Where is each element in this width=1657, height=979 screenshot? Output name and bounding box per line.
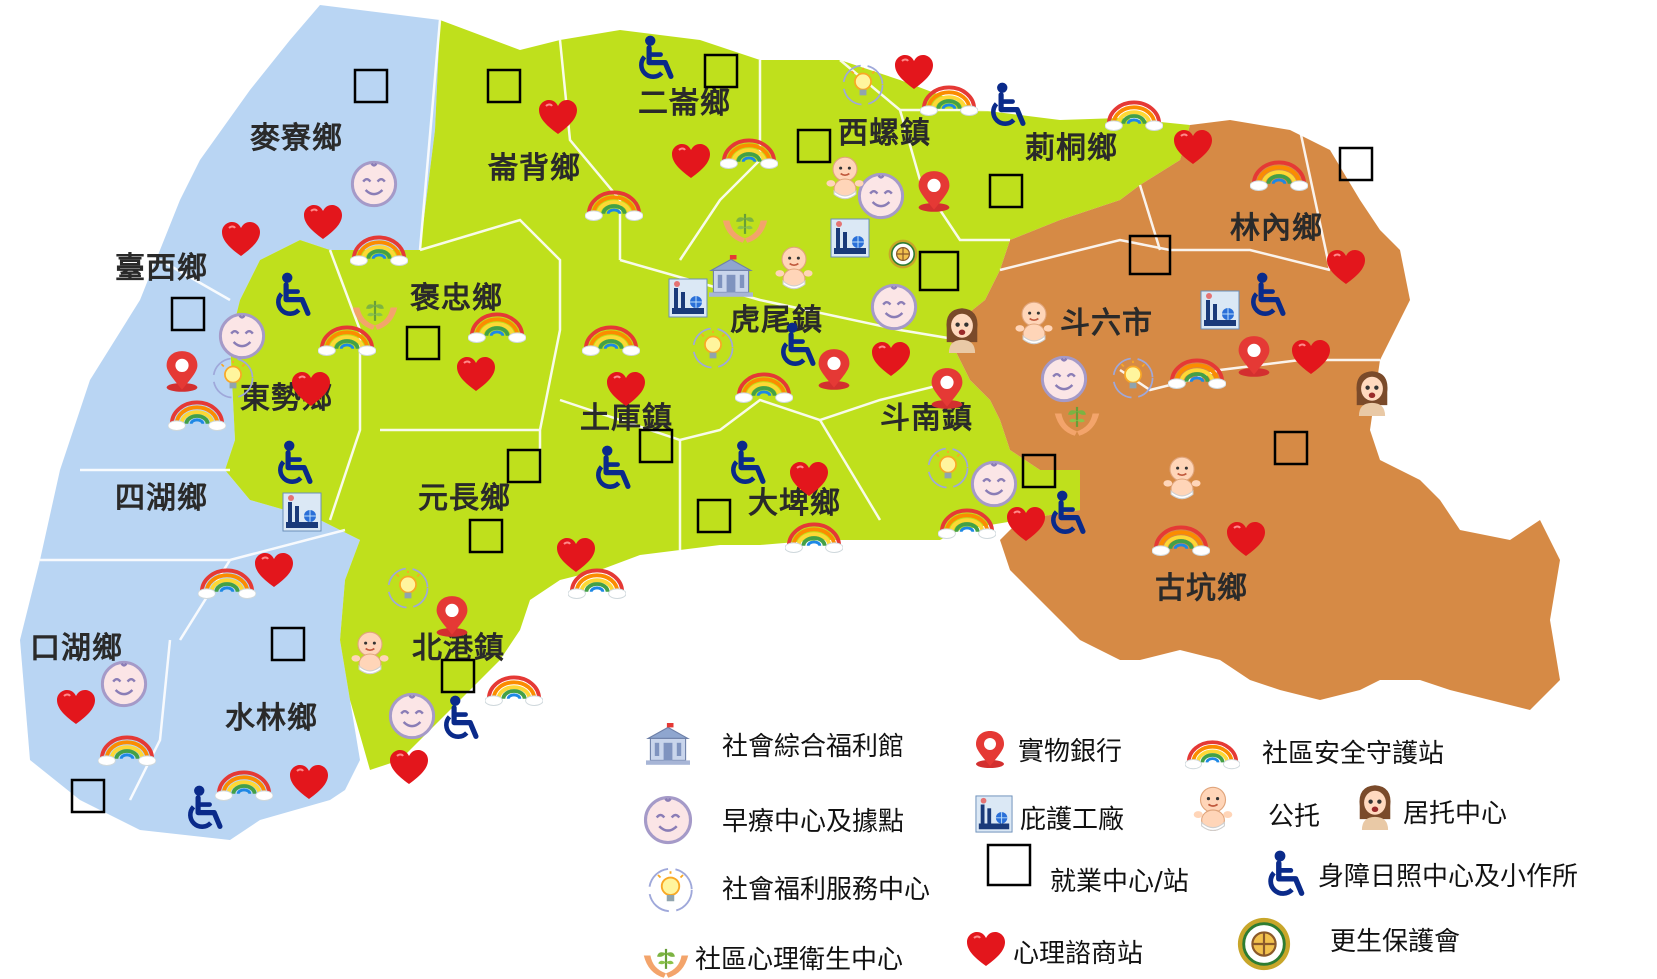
legend-rehabilitation-society: 更生保護會 [1330, 927, 1460, 957]
town-label: 褒忠鄉 [410, 281, 503, 316]
town-label: 口湖鄉 [30, 631, 123, 666]
baby-face-icon [857, 172, 905, 220]
baby-face-icon [970, 460, 1018, 508]
town-label: 崙背鄉 [487, 151, 581, 186]
legend-counseling-station: 心理諮商站 [1013, 939, 1143, 969]
legend-welfare-hall: 社會綜合福利館 [722, 732, 904, 762]
mountain-region [950, 120, 1560, 710]
welfare-hall-icon [645, 723, 691, 766]
baby-face-icon [388, 692, 436, 740]
employment-center-icon [1273, 430, 1309, 466]
baby-face-icon [870, 283, 918, 331]
town-label: 二崙鄉 [638, 86, 731, 121]
legend: 社會綜合福利館 實物銀行 社區安全守護站 早療中心及據點 庇護工廠 公托 居托中… [642, 723, 1578, 979]
employment-center-icon [696, 498, 732, 534]
lightbulb-icon [648, 867, 693, 913]
heart-icon [965, 932, 1007, 968]
rainbow-icon [1185, 740, 1240, 770]
baby-face-icon [350, 160, 398, 208]
town-label: 林內鄉 [1230, 211, 1323, 246]
legend-public-daycare: 公托 [1268, 802, 1320, 832]
baby-icon [1192, 786, 1234, 832]
employment-center-icon [638, 428, 674, 464]
map-pin-icon [931, 368, 963, 409]
map-pin-icon [166, 351, 198, 392]
employment-center-icon [703, 53, 739, 89]
town-label: 元長鄉 [418, 481, 511, 516]
baby-face-icon [218, 312, 266, 360]
rehabilitation-emblem-icon [1236, 916, 1292, 972]
employment-center-icon [270, 626, 306, 662]
employment-center-icon [405, 325, 441, 361]
map-pin-icon [1238, 336, 1270, 377]
town-label: 臺西鄉 [115, 251, 208, 286]
employment-center-icon [1128, 234, 1172, 276]
map-pin-icon [918, 171, 950, 212]
factory-icon [975, 795, 1013, 833]
town-label: 四湖鄉 [115, 481, 208, 516]
township-labels: 麥寮鄉 臺西鄉 東勢鄉 四湖鄉 口湖鄉 水林鄉 崙背鄉 褒忠鄉 二崙鄉 西螺鎮 … [30, 86, 1323, 736]
woman-icon [1359, 785, 1391, 830]
baby-face-icon [643, 795, 693, 845]
employment-center-icon [1338, 146, 1374, 182]
map-pin-icon [818, 349, 850, 390]
map-pin-icon [436, 596, 468, 637]
town-label: 古坑鄉 [1155, 571, 1248, 606]
employment-center-icon [796, 128, 832, 164]
wheelchair-icon [446, 696, 476, 737]
employment-center-icon [486, 68, 522, 104]
employment-center-icon [988, 173, 1024, 209]
town-label: 虎尾鎮 [730, 303, 823, 338]
hands-sprout-icon [642, 947, 690, 979]
town-label: 莿桐鄉 [1025, 131, 1118, 166]
rainbow-icon [485, 675, 543, 707]
legend-social-welfare-center: 社會福利服務中心 [722, 875, 930, 905]
legend-employment-center: 就業中心/站 [1050, 867, 1189, 897]
legend-material-bank: 實物銀行 [1018, 737, 1122, 767]
employment-center-icon [468, 518, 504, 554]
wheelchair-icon [1271, 851, 1302, 894]
employment-center-icon [70, 778, 106, 814]
town-label: 斗六市 [1060, 306, 1153, 341]
town-label: 水林鄉 [225, 701, 318, 736]
legend-safety-station: 社區安全守護站 [1262, 739, 1444, 769]
factory-icon [1200, 290, 1240, 330]
employment-center-icon [506, 448, 542, 484]
factory-icon [830, 218, 870, 258]
factory-icon [282, 492, 322, 532]
factory-icon [668, 278, 708, 318]
employment-center-icon [986, 843, 1032, 887]
employment-center-icon [1021, 453, 1057, 489]
baby-face-icon [1040, 355, 1088, 403]
employment-markers [70, 53, 1374, 814]
rehabilitation-emblem-icon [887, 238, 919, 270]
legend-home-daycare: 居托中心 [1403, 799, 1507, 829]
legend-sheltered-factory: 庇護工廠 [1020, 805, 1124, 835]
town-label: 大埤鄉 [748, 486, 841, 521]
employment-center-icon [353, 68, 389, 104]
employment-center-icon [918, 250, 960, 292]
legend-early-intervention: 早療中心及據點 [722, 807, 904, 837]
woman-icon [946, 308, 978, 353]
employment-center-icon [440, 658, 476, 694]
employment-center-icon [170, 296, 206, 332]
map-pin-icon [976, 731, 1004, 768]
heart-icon [388, 750, 430, 786]
town-label: 麥寮鄉 [249, 121, 343, 156]
town-label: 西螺鎮 [838, 116, 931, 151]
legend-disability-day-care: 身障日照中心及小作所 [1318, 862, 1578, 892]
woman-icon [1356, 371, 1388, 416]
baby-face-icon [100, 660, 148, 708]
legend-mental-health-center: 社區心理衛生中心 [695, 945, 903, 975]
